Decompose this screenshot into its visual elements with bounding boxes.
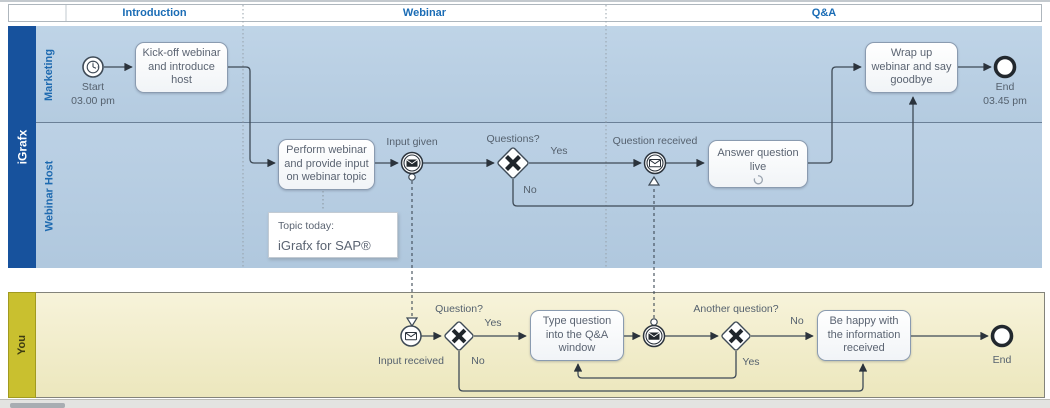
end-top-label: End: [995, 81, 1015, 93]
start-event-label-box: Start 03.00 pm: [71, 81, 115, 109]
phase-qa: Q&A: [811, 7, 837, 19]
task-perform-webinar[interactable]: Perform webinar and provide input on web…: [278, 139, 375, 190]
window-top-edge: [0, 0, 1050, 2]
task-wrapup-webinar[interactable]: Wrap up webinar and say goodbye: [865, 42, 958, 93]
scrollbar-thumb[interactable]: [10, 403, 65, 408]
question-yes-label: Yes: [484, 317, 502, 329]
pool-bar-you: You: [8, 292, 36, 398]
question-gateway-label: Question?: [435, 303, 483, 315]
lane-label-webinar-host-box: Webinar Host: [36, 123, 62, 268]
pool-label-you: You: [16, 335, 28, 355]
phase-introduction: Introduction: [122, 7, 187, 19]
end-bottom-label: End: [992, 354, 1012, 366]
start-time: 03.00 pm: [71, 94, 115, 107]
lane-label-webinar-host: Webinar Host: [43, 160, 56, 231]
questions-gateway-label: Questions?: [486, 133, 540, 145]
questions-no-label: No: [523, 184, 537, 196]
annotation-line2: iGrafx for SAP®: [278, 238, 371, 253]
end-top-time: 03.45 pm: [983, 94, 1027, 107]
phase-header: [8, 4, 1042, 22]
input-given-label: Input given: [386, 136, 438, 148]
task-kickoff-webinar[interactable]: Kick-off webinar and introduce host: [135, 42, 228, 93]
another-question-gateway-label: Another question?: [693, 303, 779, 315]
task-be-happy[interactable]: Be happy with the information received: [817, 310, 911, 361]
question-received-label: Question received: [612, 135, 698, 147]
task-type-question[interactable]: Type question into the Q&A window: [530, 310, 624, 361]
pool-bar-igrafx: iGrafx: [8, 26, 36, 268]
phase-webinar: Webinar: [402, 7, 447, 19]
lane-label-marketing-box: Marketing: [36, 26, 62, 123]
lane-label-marketing: Marketing: [43, 48, 55, 101]
annotation-topic: Topic today: iGrafx for SAP®: [268, 212, 398, 258]
another-question-no-label: No: [790, 315, 804, 327]
question-no-label: No: [471, 355, 485, 367]
annotation-line1: Topic today:: [278, 220, 335, 232]
task-answer-question[interactable]: Answer question live: [708, 140, 808, 188]
pool-label-igrafx: iGrafx: [15, 129, 29, 165]
another-question-yes-label: Yes: [742, 356, 760, 368]
questions-yes-label: Yes: [550, 145, 568, 157]
input-received-label: Input received: [378, 355, 444, 367]
start-label: Start: [81, 81, 105, 93]
end-top-label-box: End 03.45 pm: [983, 81, 1027, 109]
bottom-strip: [0, 399, 1050, 408]
